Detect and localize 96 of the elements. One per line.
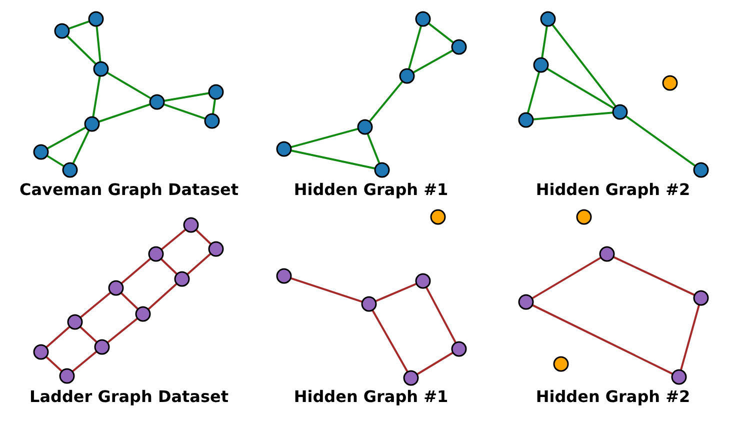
edge-line (163, 103, 206, 120)
graph-node (415, 11, 431, 27)
edge-line (375, 282, 417, 302)
edge-line (186, 252, 212, 276)
edge-line (72, 350, 98, 372)
edge-line (366, 133, 380, 164)
graph-node (204, 113, 220, 129)
edge-line (80, 292, 112, 318)
graph-node (94, 339, 110, 355)
edge-line (98, 103, 151, 123)
graph-node (612, 104, 628, 120)
edge-line (541, 26, 548, 58)
graph-node (67, 314, 83, 330)
edge-line (526, 72, 540, 114)
edge-line (160, 258, 178, 275)
graph-node (361, 296, 377, 312)
graph-node (451, 39, 467, 55)
graph-node (599, 246, 615, 262)
edge-line (120, 292, 139, 310)
graph-caption: Hidden Graph #2 (536, 388, 690, 406)
edge-line (79, 326, 98, 343)
graph-node (451, 341, 467, 357)
edge-line (46, 126, 86, 150)
graph-caption: Ladder Graph Dataset (30, 388, 228, 406)
graph-node (276, 141, 292, 157)
graph-node (62, 162, 78, 178)
edge-line (66, 35, 97, 65)
graph-node (174, 271, 190, 287)
graph-node (93, 61, 109, 77)
edge-line (72, 130, 90, 164)
graph-node (399, 68, 415, 84)
edge-line (160, 228, 186, 250)
graph-node (33, 144, 49, 160)
graph-node (149, 94, 165, 110)
graph-node (374, 162, 390, 178)
edge-line (552, 24, 616, 108)
edge-line (532, 256, 602, 300)
edge-line (625, 115, 696, 167)
graph-node (276, 268, 292, 284)
edge-line (368, 80, 404, 122)
graph-node (108, 280, 124, 296)
edge-line (106, 72, 152, 100)
edge-line (148, 282, 178, 310)
graph-node (553, 356, 569, 372)
edge-line (416, 352, 454, 376)
edge-line (92, 76, 101, 118)
edge-line (290, 277, 363, 303)
edge-line (425, 286, 457, 344)
edge-line (428, 22, 454, 44)
edge-line (412, 50, 454, 74)
edge-line (195, 229, 212, 245)
graph-node (403, 370, 419, 386)
graph-node (59, 368, 75, 384)
graph-node (540, 11, 556, 27)
graph-node (54, 23, 70, 39)
graph-node (576, 209, 592, 225)
edge-line (212, 98, 216, 114)
edge-line (290, 149, 376, 170)
graph-caption: Caveman Graph Dataset (19, 181, 239, 199)
edge-line (372, 310, 408, 372)
edge-line (68, 20, 90, 30)
graph-node (33, 344, 49, 360)
graph-node (693, 162, 709, 178)
graph-node (88, 11, 104, 27)
edge-line (45, 356, 63, 372)
edge-line (680, 304, 700, 371)
graph-node (671, 369, 687, 385)
graph-node (533, 57, 549, 73)
graph-node (662, 75, 678, 91)
edge-line (120, 258, 152, 284)
graph-caption: Hidden Graph #1 (294, 181, 448, 199)
edge-line (164, 92, 210, 102)
graph-caption: Hidden Graph #1 (294, 388, 448, 406)
graph-node (518, 294, 534, 310)
edge-line (290, 128, 358, 148)
edge-line (96, 26, 102, 62)
graph-node (183, 217, 199, 233)
graph-node (135, 306, 151, 322)
graph-node (430, 209, 446, 225)
graph-node (208, 84, 224, 100)
edge-line (106, 318, 138, 344)
edge-line (408, 25, 422, 70)
graph-node (208, 241, 224, 257)
edge-line (46, 326, 70, 348)
graph-node (148, 246, 164, 262)
edge-line (532, 304, 674, 375)
graph-node (693, 290, 709, 306)
graph-node (84, 116, 100, 132)
graph-node (415, 273, 431, 289)
edge-line (612, 256, 696, 296)
edge-line (532, 112, 614, 120)
graph-node (357, 119, 373, 135)
graph-node (518, 112, 534, 128)
edge-line (546, 68, 614, 110)
edge-line (46, 154, 65, 168)
graph-caption: Hidden Graph #2 (536, 181, 690, 199)
